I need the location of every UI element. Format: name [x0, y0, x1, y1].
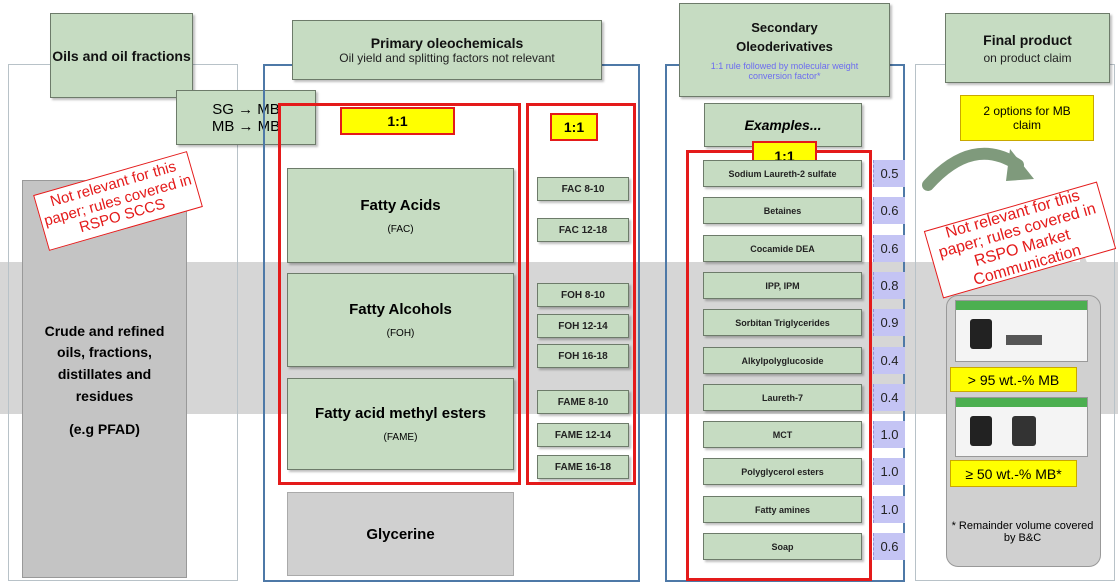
claim-50-text: ≥ 50 wt.-% MB* — [965, 465, 1062, 482]
subgroup-item: FOH 8-10 — [537, 283, 629, 307]
label-image-1-logo — [970, 319, 992, 349]
conversion-factor: 1.0 — [873, 458, 905, 485]
final-subtitle: on product claim — [983, 50, 1072, 65]
primary-subtitle: Oil yield and splitting factors not rele… — [339, 51, 555, 65]
subgroup-item: FOH 12-14 — [537, 314, 629, 338]
example-item: Cocamide DEA — [703, 235, 862, 262]
conversion-factor: 0.6 — [873, 235, 905, 262]
group-fame: Fatty acid methyl esters (FAME) — [287, 378, 514, 470]
final-title: Final product — [983, 31, 1072, 48]
example-item: Sorbitan Triglycerides — [703, 309, 862, 336]
group-fame-abbr: (FAME) — [383, 432, 418, 443]
conversion-factor: 0.9 — [873, 309, 905, 336]
mb-options-text: 2 options for MB claim — [983, 104, 1071, 132]
example-item: IPP, IPM — [703, 272, 862, 299]
primary-header: Primary oleochemicals Oil yield and spli… — [292, 20, 602, 80]
label-image-2-logo-b — [1012, 416, 1036, 446]
conversion-factor: 0.4 — [873, 347, 905, 374]
conversion-factor: 0.4 — [873, 384, 905, 411]
primary-title: Primary oleochemicals — [370, 35, 524, 51]
conversion-factor: 0.5 — [873, 160, 905, 187]
conversion-factor: 0.8 — [873, 272, 905, 299]
example-item: Soap — [703, 533, 862, 560]
curved-arrow — [922, 147, 1034, 191]
example-item: MCT — [703, 421, 862, 448]
glycerine-box: Glycerine — [287, 492, 514, 576]
example-item: Fatty amines — [703, 496, 862, 523]
example-item: Polyglycerol esters — [703, 458, 862, 485]
subgroup-item: FAME 16-18 — [537, 455, 629, 479]
group-foh: Fatty Alcohols (FOH) — [287, 273, 514, 367]
example-item: Betaines — [703, 197, 862, 224]
examples-label: Examples... — [744, 117, 822, 133]
primary-subgroups-frame — [526, 103, 636, 485]
conversion-factor: 1.0 — [873, 496, 905, 523]
example-item: Alkylpolyglucoside — [703, 347, 862, 374]
transition-box: SG → MB MB → MB — [176, 90, 316, 145]
conversion-factor: 0.6 — [873, 197, 905, 224]
oils-example: (e.g PFAD) — [69, 421, 140, 438]
secondary-header: Secondary Oleoderivatives 1:1 rule follo… — [679, 3, 890, 97]
label-image-2-logo-a — [970, 416, 992, 446]
oils-title: Oils and oil fractions — [52, 47, 191, 64]
primary-ratio-badge: 1:1 — [340, 107, 455, 135]
oils-body: Crude and refined oils, fractions, disti… — [22, 180, 187, 578]
primary-groups-frame — [278, 103, 521, 485]
claim-50-badge: ≥ 50 wt.-% MB* — [950, 460, 1077, 487]
transition-line1: SG → MB — [212, 100, 280, 118]
label-image-2 — [955, 397, 1088, 457]
label-image-1-bar — [956, 301, 1087, 310]
subgroup-item: FOH 16-18 — [537, 344, 629, 368]
label-image-1 — [955, 300, 1088, 362]
oils-main-text: Crude and refined oils, fractions, disti… — [44, 322, 165, 404]
secondary-rule: 1:1 rule followed by molecular weight co… — [710, 60, 859, 81]
label-image-1-block — [1006, 335, 1042, 345]
group-foh-name: Fatty Alcohols — [349, 301, 452, 318]
conversion-factor: 0.6 — [873, 533, 905, 560]
conversion-factor: 1.0 — [873, 421, 905, 448]
subgroups-ratio-text: 1:1 — [563, 119, 585, 135]
mb-options-badge: 2 options for MB claim — [960, 95, 1094, 141]
label-image-2-bar — [956, 398, 1087, 407]
remainder-text: * Remainder volume covered by B&C — [951, 520, 1094, 544]
group-fac-abbr: (FAC) — [387, 223, 414, 235]
subgroup-item: FAME 12-14 — [537, 423, 629, 447]
example-item: Sodium Laureth-2 sulfate — [703, 160, 862, 187]
examples-header: Examples... — [704, 103, 862, 147]
subgroup-item: FAME 8-10 — [537, 390, 629, 414]
claim-95-badge: > 95 wt.-% MB — [950, 367, 1077, 392]
secondary-title: Secondary Oleoderivatives — [736, 20, 833, 54]
remainder-note: * Remainder volume covered by B&C — [950, 510, 1095, 554]
subgroup-item: FAC 8-10 — [537, 177, 629, 201]
group-fac-name: Fatty Acids — [360, 196, 441, 214]
claim-95-text: > 95 wt.-% MB — [967, 371, 1060, 388]
primary-ratio-text: 1:1 — [387, 113, 408, 129]
group-fame-name: Fatty acid methyl esters — [315, 405, 486, 422]
group-fac: Fatty Acids (FAC) — [287, 168, 514, 263]
oils-header: Oils and oil fractions — [50, 13, 193, 98]
final-header: Final product on product claim — [945, 13, 1110, 83]
group-foh-abbr: (FOH) — [386, 328, 415, 339]
example-item: Laureth-7 — [703, 384, 862, 411]
subgroups-ratio-badge: 1:1 — [550, 113, 598, 141]
subgroup-item: FAC 12-18 — [537, 218, 629, 242]
glycerine-label: Glycerine — [366, 525, 435, 543]
